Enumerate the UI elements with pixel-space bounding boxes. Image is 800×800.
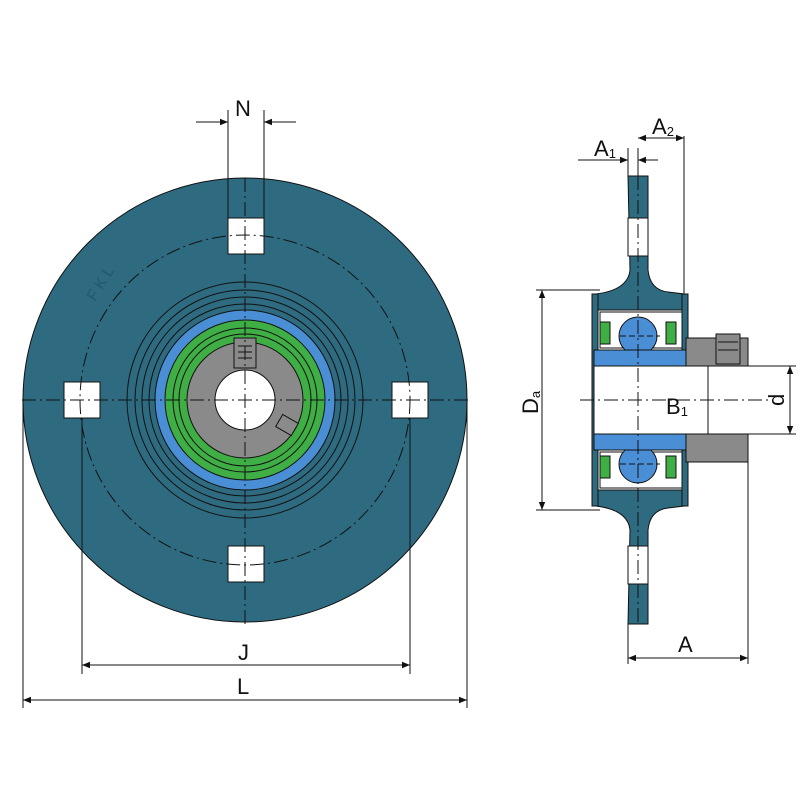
dim-label-a: A bbox=[678, 632, 693, 657]
seal-bottom-right bbox=[665, 455, 677, 479]
dim-label-l: L bbox=[237, 674, 249, 699]
dim-label-da: Da bbox=[518, 390, 543, 414]
dim-label-j: J bbox=[238, 640, 249, 665]
front-view: FKL N J L bbox=[22, 96, 470, 708]
dim-label-b1: B1 bbox=[666, 394, 688, 419]
set-screw-right bbox=[275, 413, 299, 437]
collar-bottom bbox=[685, 433, 749, 463]
dim-label-a2: A2 bbox=[652, 114, 674, 139]
dim-label-a1: A1 bbox=[594, 136, 616, 161]
seal-bottom-left bbox=[599, 455, 611, 479]
section-view: A1 A2 Da B1 d A bbox=[518, 114, 796, 664]
mounting-slot-top bbox=[227, 217, 265, 255]
dim-label-n: N bbox=[235, 96, 251, 121]
seal-top-left bbox=[599, 321, 611, 345]
seal-top-right bbox=[665, 321, 677, 345]
section-set-screw bbox=[715, 333, 741, 365]
dim-label-d: d bbox=[764, 394, 789, 406]
